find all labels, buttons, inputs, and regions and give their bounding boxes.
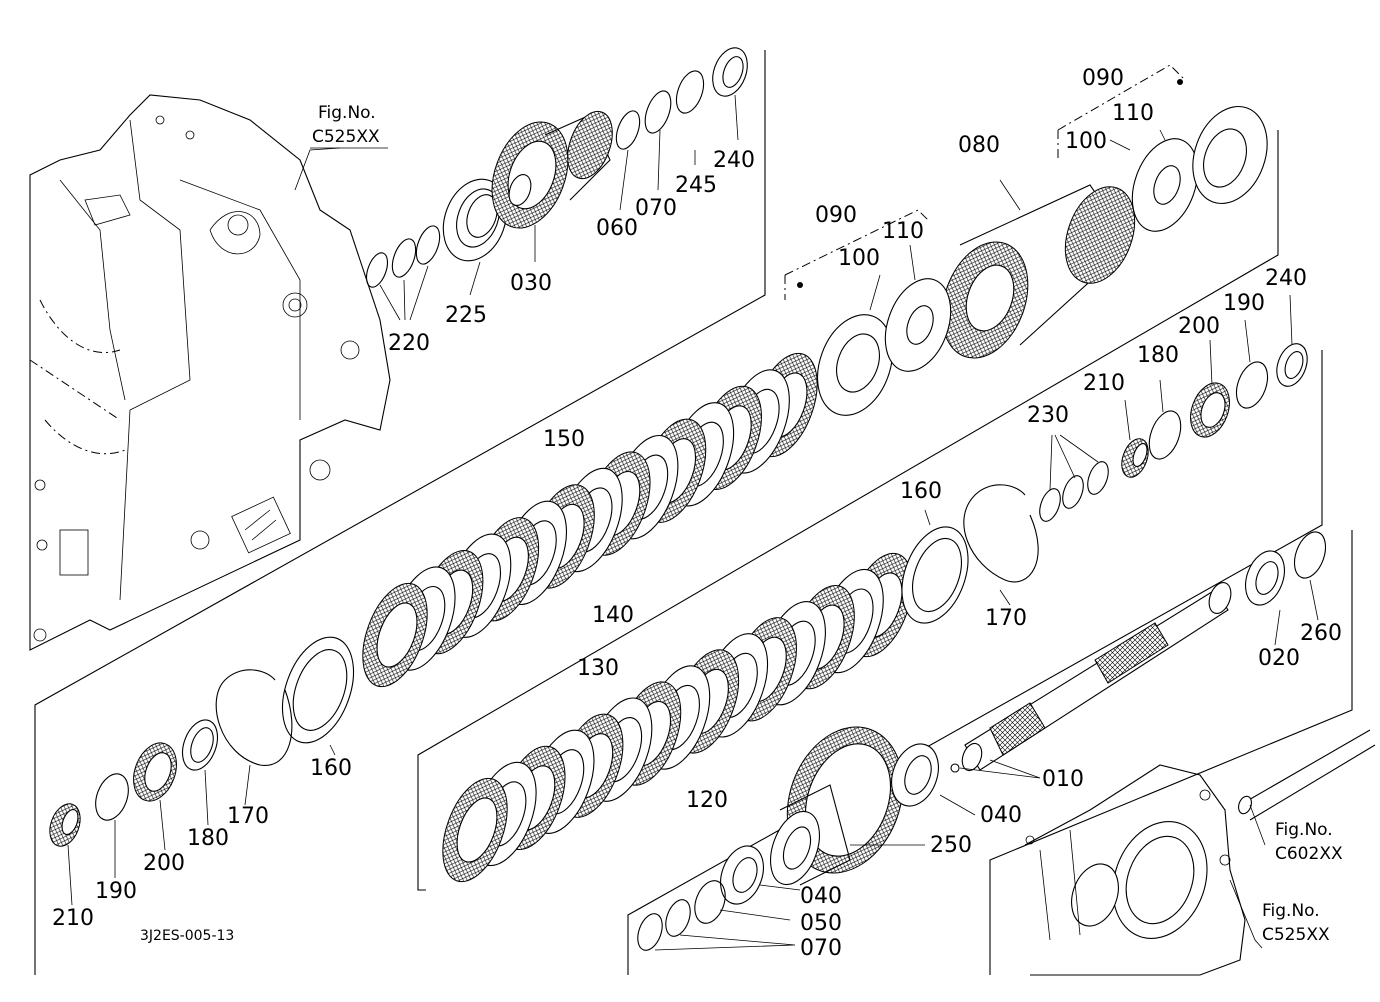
label-080: 080 [958, 133, 1000, 158]
bearing-100-left [817, 314, 893, 416]
label-200-left: 200 [143, 851, 185, 876]
clutch-plate-bore [376, 602, 418, 668]
label-170-left: 170 [227, 804, 269, 829]
label-120: 120 [686, 788, 728, 813]
bracket-dot-left [797, 282, 803, 288]
gear-030 [491, 110, 613, 229]
bearing-020 [1245, 550, 1285, 606]
label-210-left: 210 [52, 906, 94, 931]
fig-ref-right-mid-line1: Fig.No. [1275, 820, 1333, 840]
figure-references: Fig.No. C525XX Fig.No. C602XX Fig.No. C5… [310, 103, 1343, 945]
label-210-right: 210 [1083, 371, 1125, 396]
label-220: 220 [388, 331, 430, 356]
label-190-left: 190 [95, 879, 137, 904]
clutch-plates-140-150 [362, 352, 818, 688]
fig-ref-right-mid-line2: C602XX [1275, 844, 1343, 864]
label-100-right: 100 [1065, 129, 1107, 154]
label-070-top: 070 [635, 196, 677, 221]
bearing-040-upper [891, 743, 939, 807]
label-190-right: 190 [1223, 291, 1265, 316]
label-225: 225 [445, 303, 487, 328]
bracket-090-left [784, 209, 931, 300]
label-130: 130 [577, 656, 619, 681]
label-030: 030 [510, 271, 552, 296]
label-180-left: 180 [187, 826, 229, 851]
fig-ref-right-bottom-line1: Fig.No. [1262, 901, 1320, 921]
assembly-frame-lines [34, 50, 1353, 975]
spring-200-right [1190, 382, 1230, 438]
label-050: 050 [800, 911, 842, 936]
label-260: 260 [1300, 621, 1342, 646]
label-150: 150 [543, 427, 585, 452]
label-230: 230 [1027, 403, 1069, 428]
gear-250 [770, 726, 904, 886]
bracket-090-right [1057, 64, 1184, 160]
label-180-right: 180 [1137, 343, 1179, 368]
bracket-dot-right [1177, 79, 1183, 85]
label-250: 250 [930, 833, 972, 858]
label-170-right: 170 [985, 606, 1027, 631]
clutch-plate-bore [456, 797, 498, 863]
needle-bearing-210-right [1121, 438, 1149, 478]
drawing-code: 3J2ES-005-13 [140, 928, 234, 944]
label-160-right: 160 [900, 479, 942, 504]
bearing-225 [442, 178, 508, 262]
washer-110-left [884, 278, 952, 372]
transmission-housing-illustration [29, 94, 391, 651]
label-090-left: 090 [815, 203, 857, 228]
label-100-left: 100 [838, 246, 880, 271]
seal-240-right [1276, 343, 1308, 387]
small-rings-060-070-245-240-top [615, 47, 748, 150]
fig-ref-top-left-line1: Fig.No. [318, 103, 376, 123]
ring-190-right [1235, 361, 1269, 409]
ring-260 [1293, 531, 1327, 579]
bearing-040-lower [720, 845, 764, 905]
needle-bearing-210-left [49, 803, 81, 847]
ring-190-left [95, 773, 129, 821]
snap-ring-170-right [963, 484, 1039, 583]
plate-160-right [901, 526, 969, 624]
ring-180-left [181, 719, 219, 771]
label-160-left: 160 [310, 756, 352, 781]
label-020: 020 [1258, 646, 1300, 671]
lower-housing-illustration [1024, 729, 1376, 976]
label-240-right: 240 [1265, 266, 1307, 291]
washer-110-right [1131, 138, 1199, 232]
label-245: 245 [675, 173, 717, 198]
label-060: 060 [596, 216, 638, 241]
snap-rings-220 [365, 225, 441, 288]
ring-180-right [1148, 410, 1182, 460]
label-200-right: 200 [1178, 314, 1220, 339]
plate-160-left [281, 636, 355, 744]
fig-ref-right-bottom-line2: C525XX [1262, 925, 1330, 945]
ring-050 [694, 880, 726, 924]
shaft-010 [950, 582, 1232, 773]
clutch-plates-120-130 [442, 552, 913, 883]
label-110-left: 110 [882, 219, 924, 244]
label-040-lower: 040 [800, 884, 842, 909]
label-010: 010 [1042, 767, 1084, 792]
spring-200-left [133, 742, 177, 802]
label-110-right: 110 [1112, 101, 1154, 126]
label-040-upper: 040 [980, 803, 1022, 828]
fig-ref-top-left-line2: C525XX [312, 127, 380, 147]
snap-rings-070-lower [637, 899, 691, 951]
label-070-lower: 070 [800, 936, 842, 961]
part-number-labels: 220 225 030 060 070 245 240 090 100 110 … [52, 66, 1342, 961]
bearing-100-right [1192, 105, 1268, 205]
label-140: 140 [592, 603, 634, 628]
clutch-drum-080 [941, 184, 1136, 359]
label-240-top: 240 [713, 148, 755, 173]
rings-230 [1039, 461, 1109, 522]
label-090-right: 090 [1082, 66, 1124, 91]
snap-ring-170-left [215, 669, 293, 766]
leader-lines [67, 94, 1319, 951]
